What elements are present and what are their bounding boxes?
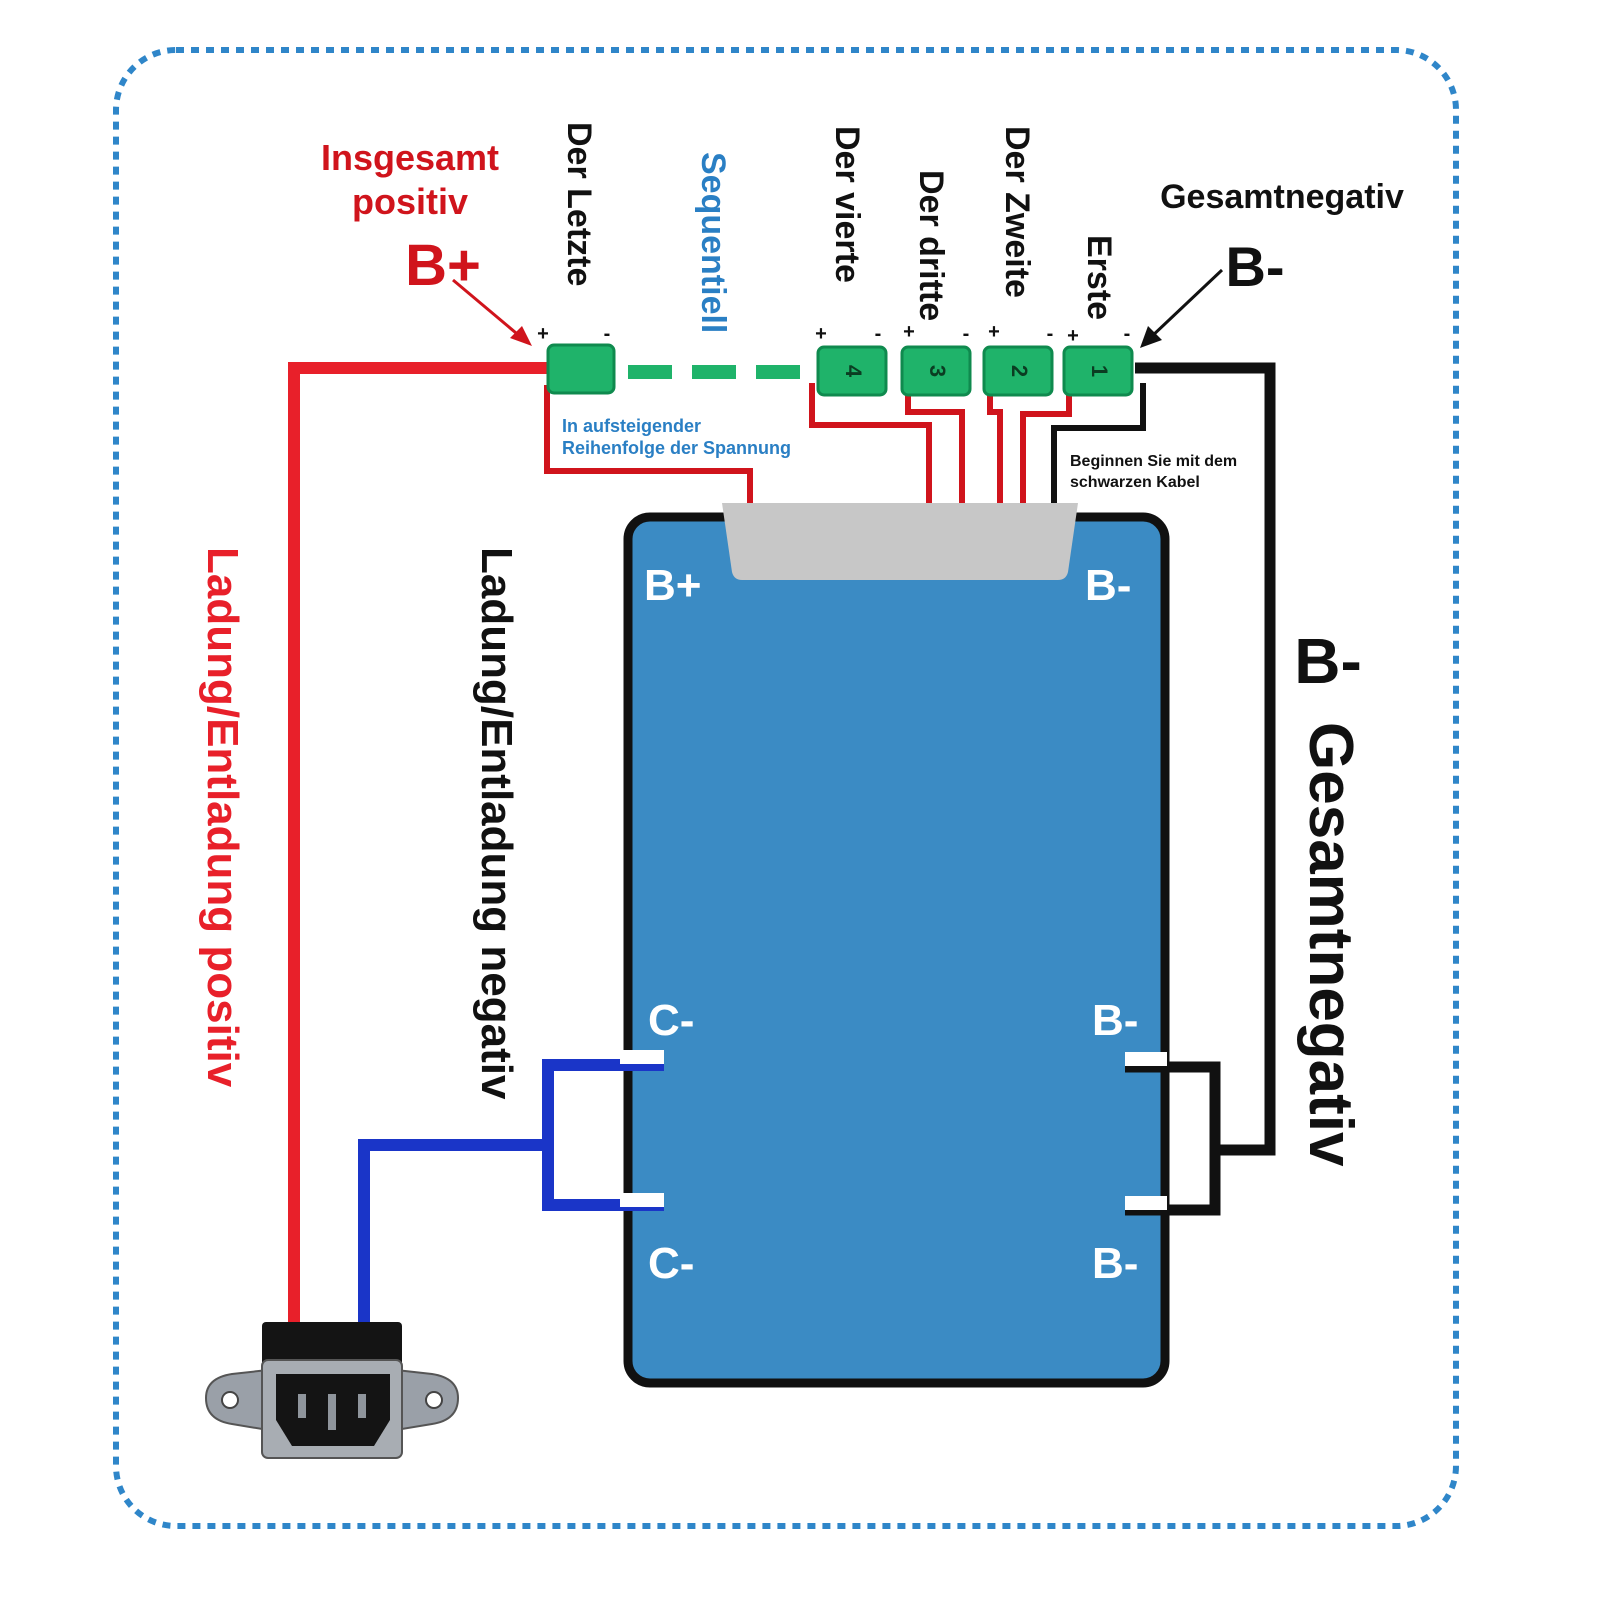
minus-marker: - xyxy=(875,323,882,345)
cells-group: 4 3 2 1 xyxy=(816,345,1134,397)
sequential-label: Sequentiell xyxy=(694,152,732,333)
board-b-minus-top: B- xyxy=(1085,561,1131,610)
b-minus-side-label: B- xyxy=(1294,625,1362,697)
cell-4 xyxy=(816,345,888,397)
board-b-minus-1: B- xyxy=(1092,996,1138,1045)
board-b-minus-2: B- xyxy=(1092,1239,1138,1288)
c-minus-pad-2 xyxy=(620,1193,664,1207)
cell-first-label: Erste xyxy=(1080,235,1118,320)
balance-connector xyxy=(722,503,1078,580)
plus-marker: + xyxy=(537,323,549,345)
total-negative-side-label: Gesamtnegativ xyxy=(1296,722,1365,1167)
total-positive-label: positiv xyxy=(352,181,468,222)
polarity-markers: + - + - + - + - + - xyxy=(537,321,1130,347)
total-positive-label: Insgesamt xyxy=(321,137,499,178)
total-negative-wire xyxy=(1135,362,1276,1156)
total-negative-label: Gesamtnegativ xyxy=(1160,178,1404,216)
start-black-note: Beginnen Sie mit dem xyxy=(1070,453,1237,470)
power-socket-icon xyxy=(204,1322,460,1459)
plus-marker: + xyxy=(1067,325,1079,347)
cell-third-label: Der dritte xyxy=(912,170,950,321)
cell-number-label: 4 xyxy=(841,365,866,378)
b-minus-pad-1 xyxy=(1125,1052,1167,1066)
cell-fourth-label: Der vierte xyxy=(828,126,866,283)
balance-wire-black xyxy=(1051,383,1146,503)
minus-marker: - xyxy=(1124,323,1131,345)
b-plus-arrow xyxy=(452,278,532,346)
charge-negative-wire xyxy=(358,1139,548,1322)
b-minus-label: B- xyxy=(1225,235,1284,298)
charge-negative-label: Ladung/Entladung negativ xyxy=(472,547,521,1100)
plus-marker: + xyxy=(815,323,827,345)
cell-2 xyxy=(982,345,1054,397)
minus-marker: - xyxy=(1047,323,1054,345)
b-minus-arrow xyxy=(1140,268,1224,348)
c-minus-pad-1 xyxy=(620,1050,664,1064)
minus-marker: - xyxy=(963,323,970,345)
c-minus-pad-wires xyxy=(542,1059,664,1211)
board-c-minus-2: C- xyxy=(648,1239,694,1288)
start-black-note: schwarzen Kabel xyxy=(1070,474,1200,491)
b-minus-pad-wires xyxy=(1125,1061,1221,1216)
cell-number-label: 3 xyxy=(925,365,950,377)
balance-wires-red xyxy=(544,383,1072,503)
dotted-frame xyxy=(113,47,1459,1529)
charge-positive-wire xyxy=(288,362,555,1322)
cell-last-label: Der Letzte xyxy=(560,122,598,286)
b-plus-label: B+ xyxy=(405,233,481,298)
charge-positive-label: Ladung/Entladung positiv xyxy=(198,547,247,1088)
board-b-plus: B+ xyxy=(644,561,701,610)
board-c-minus-1: C- xyxy=(648,996,694,1045)
cell-last xyxy=(546,343,616,395)
cell-1 xyxy=(1062,345,1134,397)
plus-marker: + xyxy=(988,321,1000,343)
ascending-note: In aufsteigender xyxy=(562,416,701,436)
ascending-note: Reihenfolge der Spannung xyxy=(562,438,791,458)
cell-number-label: 2 xyxy=(1007,365,1032,377)
plus-marker: + xyxy=(903,321,915,343)
minus-marker: - xyxy=(604,323,611,345)
bms-board xyxy=(623,512,1170,1388)
cell-3 xyxy=(900,345,972,397)
sequential-dashes xyxy=(628,365,800,379)
cell-number-label: 1 xyxy=(1087,365,1112,377)
cell-second-label: Der Zweite xyxy=(998,126,1036,298)
b-minus-pad-2 xyxy=(1125,1196,1167,1210)
